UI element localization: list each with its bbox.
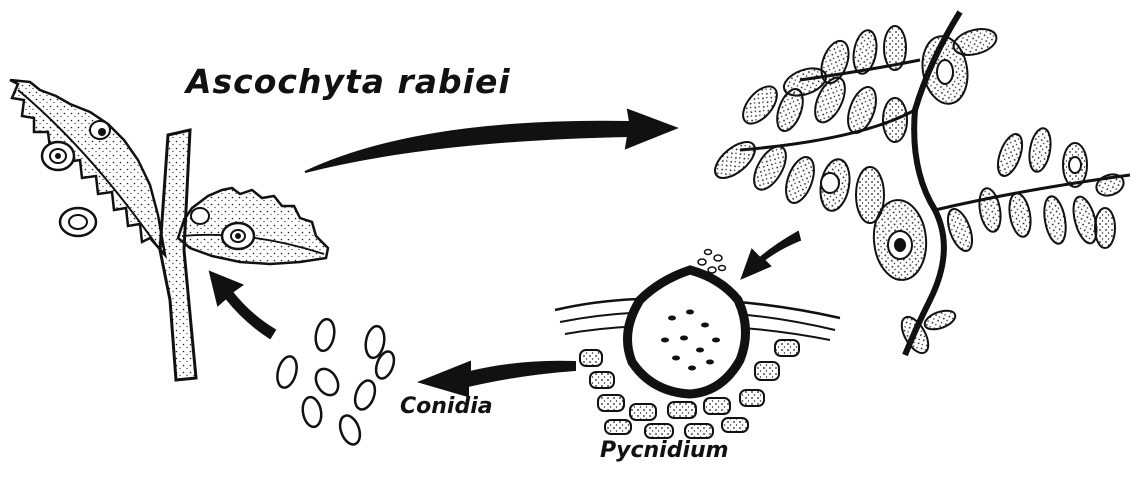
arrow-to-pycnidium [742, 232, 800, 278]
label-pycnidium: Pycnidium [600, 438, 729, 463]
arrow-to-conidia [420, 362, 575, 396]
infected-leaflet-group [10, 80, 328, 380]
lesion-spot [60, 208, 96, 236]
conidia-spores [274, 318, 397, 447]
arrow-to-leaf [210, 272, 275, 338]
diagram-title: Ascochyta rabiei [186, 62, 511, 101]
arrow-to-plant [305, 110, 676, 172]
pycnidium-section [555, 250, 840, 439]
label-conidia: Conidia [400, 394, 493, 419]
pycnidium-body [628, 270, 746, 394]
infected-leaf-small [178, 188, 328, 264]
